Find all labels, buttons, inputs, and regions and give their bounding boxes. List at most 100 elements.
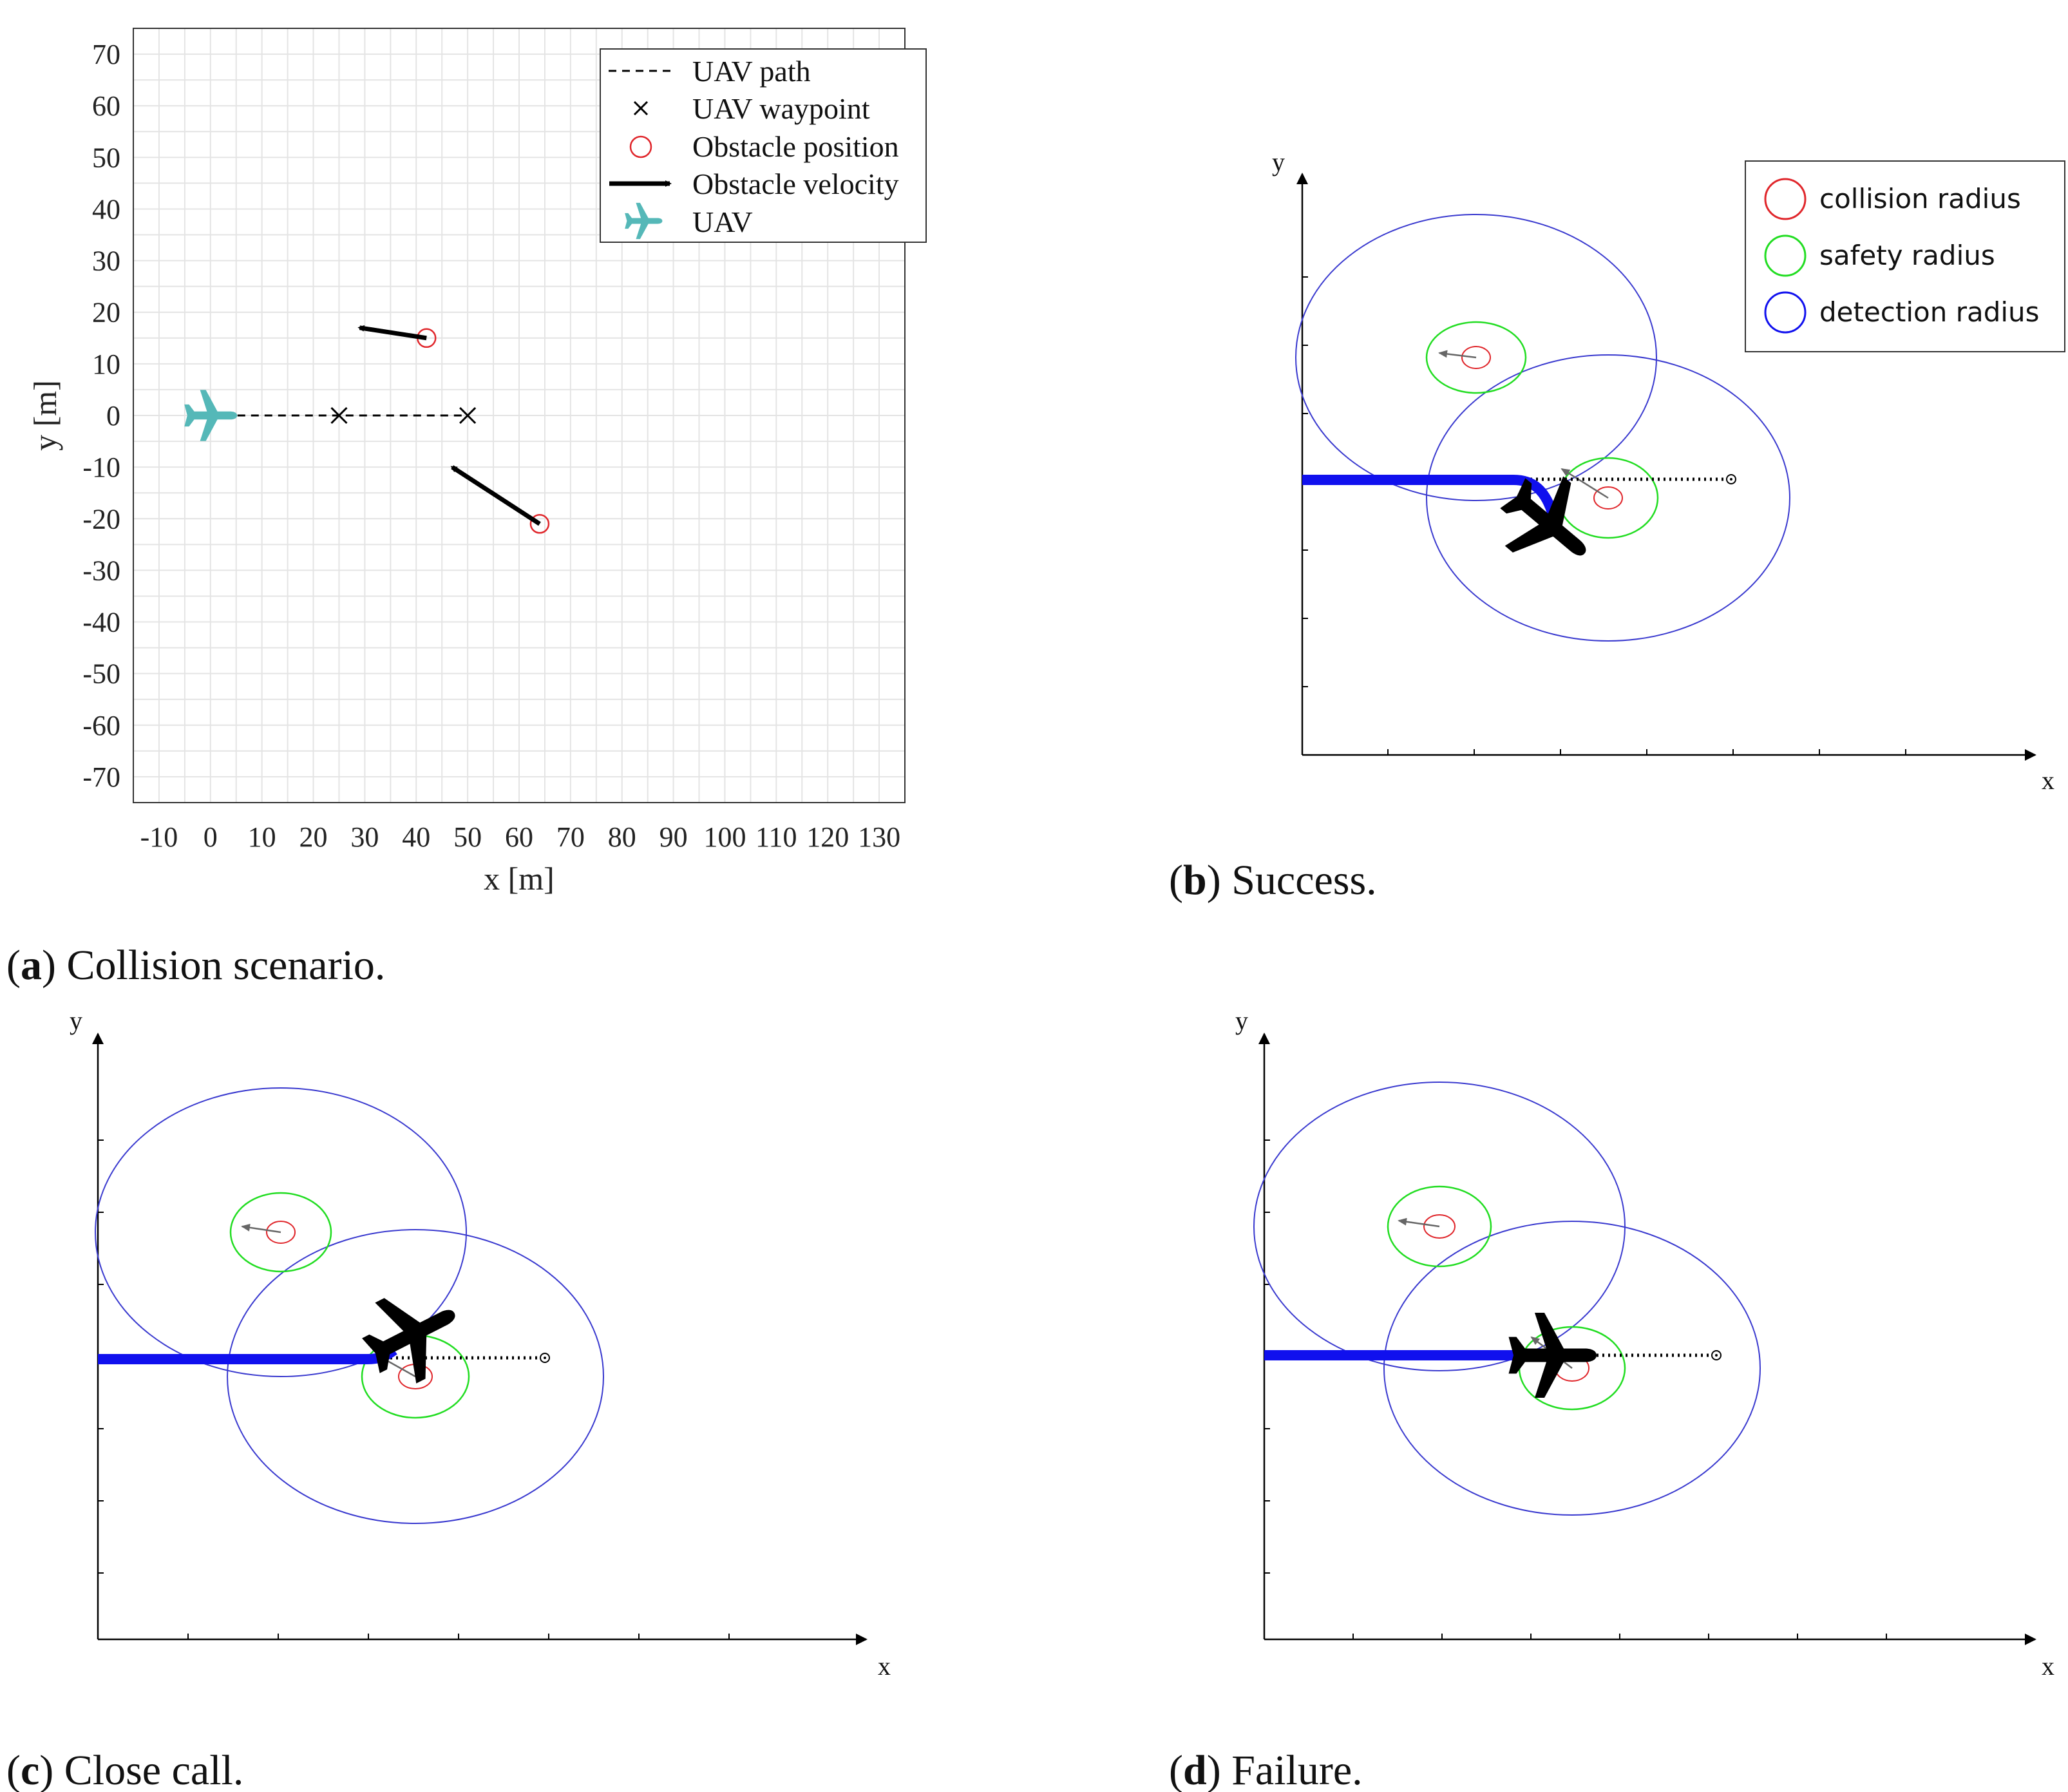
airplane-icon (350, 1272, 475, 1396)
caption-a: (a) Collision scenario. (6, 942, 385, 989)
x-tick-label: 120 (806, 821, 849, 853)
waypoint-stroke (330, 406, 348, 424)
y-tick-label: -10 (82, 452, 120, 483)
x-tick-label: 60 (505, 821, 533, 853)
legend-box (1745, 160, 2065, 352)
panel-d-failure: y x (d) Failure. (1169, 1006, 2054, 1792)
caption-b: (b) Success. (1169, 857, 1377, 904)
safety-radius-circle (1425, 321, 1527, 394)
legend-collision-swatch (1764, 178, 1807, 220)
obstacle-velocity-arrow (241, 1223, 281, 1234)
y-axis-label: y (1272, 148, 1285, 176)
y-tick-label: -30 (82, 555, 120, 586)
panel-c-close-call: y x (c) Close call. (6, 1006, 891, 1792)
safety-radius-circle (1387, 1185, 1492, 1268)
y-tick-label: 40 (92, 193, 120, 225)
detection-radius-circle (1383, 1221, 1761, 1516)
legend-label: detection radius (1819, 296, 2040, 328)
x-tick-label: 130 (858, 821, 900, 853)
waypoint-x-icon (330, 406, 348, 424)
x-tick-label: 100 (703, 821, 746, 853)
x-tick-label: 70 (556, 821, 585, 853)
axis-ticks (1264, 1139, 1887, 1639)
x-tick-label: 50 (453, 821, 482, 853)
y-tick-label: 30 (92, 245, 120, 277)
caption-c: (c) Close call. (6, 1747, 243, 1792)
x-tick-label: 0 (204, 821, 218, 853)
obstacle-velocity-arrow (1560, 468, 1609, 499)
obstacle-velocity-arrow (357, 325, 427, 341)
legend: UAV path UAV waypoint Obstacle position … (600, 48, 927, 243)
legend-detection-swatch (1764, 291, 1807, 334)
y-axis-label: y (70, 1006, 82, 1035)
x-axis-label: x (2042, 1652, 2054, 1681)
collision-radius-circle (266, 1221, 296, 1244)
caption-d: (d) Failure. (1169, 1747, 1363, 1792)
x-tick-label: 10 (248, 821, 276, 853)
y-tick-label: 60 (92, 90, 120, 122)
detection-radius-circle (1253, 1082, 1626, 1371)
x-tick-label: 110 (755, 821, 797, 853)
y-tick-label: -20 (82, 503, 120, 535)
waypoint-x-icon (459, 406, 477, 424)
y-tick-label: 20 (92, 297, 120, 329)
legend-label: collision radius (1819, 183, 2021, 214)
detection-radius-circle (227, 1229, 604, 1524)
marks (184, 325, 550, 534)
y-tick-labels: 70 60 50 40 30 20 10 0 -10 -20 -30 -40 -50 -60 -70 (82, 39, 120, 793)
x-tick-label: -10 (140, 821, 178, 853)
x-tick-label: 30 (350, 821, 379, 853)
plot-frame (133, 28, 906, 803)
safety-radius-circle (229, 1192, 332, 1273)
y-tick-label: 0 (106, 400, 120, 432)
detection-radius-circle (95, 1087, 467, 1377)
y-axis-label: y [m] (27, 380, 63, 451)
collision-radius-circle (1423, 1214, 1456, 1239)
legend-label: UAV (692, 205, 753, 238)
axis-ticks (98, 1139, 730, 1639)
legend-label: Obstacle velocity (692, 167, 899, 200)
x-tick-label: 90 (659, 821, 688, 853)
uav-flown-path (98, 1346, 397, 1364)
detection-radius-circle (1426, 354, 1790, 642)
legend-box (600, 48, 927, 243)
y-tick-label: 50 (92, 142, 120, 173)
collision-radius-circle (1593, 486, 1623, 510)
y-tick-label: -70 (82, 761, 120, 793)
target-dot (1715, 1354, 1718, 1357)
y-tick-label: 70 (92, 39, 120, 70)
x-tick-label: 40 (402, 821, 430, 853)
legend-label: UAV waypoint (692, 92, 870, 125)
panel-b-success: y x collision radius safety radius detec… (1169, 148, 2065, 904)
x-axis-label: x [m] (484, 861, 555, 897)
legend-obstacle-swatch (629, 135, 652, 158)
legend: collision radius safety radius detection… (1745, 160, 2065, 352)
y-axis-label: y (1235, 1006, 1248, 1035)
axis-ticks (1302, 276, 1906, 755)
obstacle-velocity-arrow (1438, 350, 1477, 359)
waypoint-x-icon (633, 100, 649, 116)
legend-safety-swatch (1764, 234, 1807, 277)
obstacle-velocity-arrow (450, 465, 541, 526)
y-tick-label: -50 (82, 658, 120, 690)
x-tick-label: 80 (608, 821, 636, 853)
x-axis-label: x (878, 1652, 891, 1681)
y-tick-label: 10 (92, 348, 120, 380)
target-dot (544, 1357, 546, 1359)
legend-label: Obstacle position (692, 130, 899, 163)
legend-label: safety radius (1819, 240, 1995, 271)
y-tick-label: -60 (82, 710, 120, 741)
target-dot (1730, 478, 1732, 481)
legend-label: UAV path (692, 55, 811, 88)
obstacle-position-marker (529, 514, 550, 534)
obstacle-velocity-arrow (1398, 1217, 1440, 1228)
y-tick-label: -40 (82, 607, 120, 638)
airplane-icon (1508, 1313, 1597, 1398)
x-axis-label: x (2042, 766, 2054, 795)
detection-radius-circle (1295, 214, 1657, 501)
waypoint-stroke (459, 406, 477, 424)
collision-radius-circle (1461, 346, 1491, 369)
